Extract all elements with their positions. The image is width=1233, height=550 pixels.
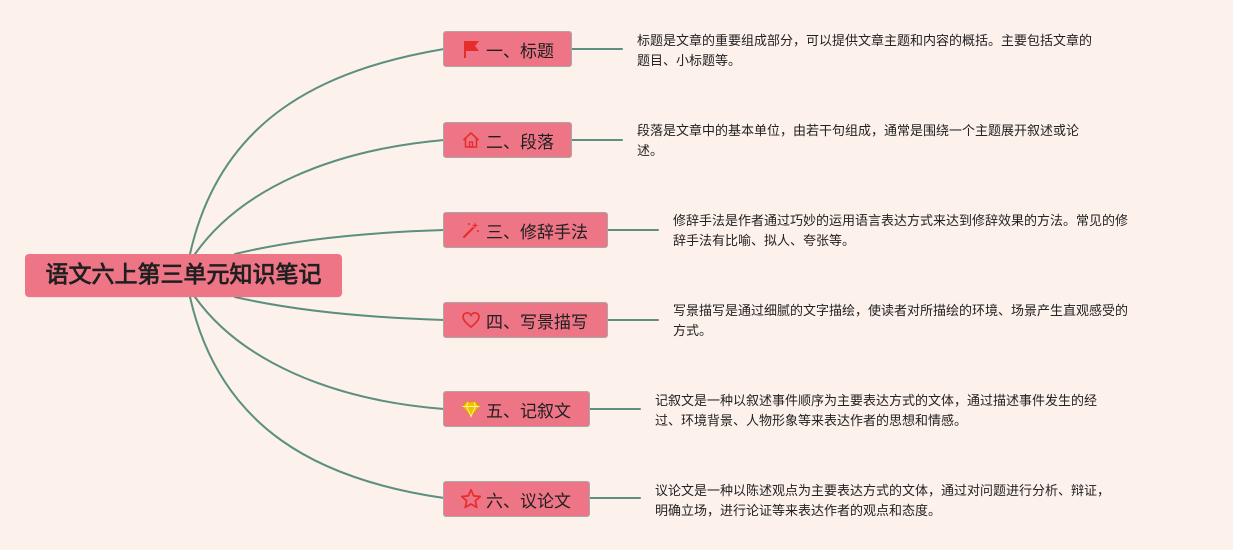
description-line: 段落是文章中的基本单位，由若干句组成，通常是围绕一个主题展开叙述或论 xyxy=(637,124,1080,139)
home-icon xyxy=(460,129,482,151)
branch-description: 修辞手法是作者通过巧妙的运用语言表达方式来达到修辞效果的方法。常见的修 辞手法有… xyxy=(673,212,1128,252)
branch-label: 六、议论文 xyxy=(486,491,571,512)
description-line: 方式。 xyxy=(673,324,713,339)
connector-root-branch-2 xyxy=(194,139,445,255)
branch-node-paragraph[interactable]: 二、段落 xyxy=(443,122,572,158)
branch-description: 标题是文章的重要组成部分，可以提供文章主题和内容的概括。主要包括文章的 题目、小… xyxy=(637,32,1092,72)
description-line: 写景描写是通过细腻的文字描绘，使读者对所描绘的环境、场景产生直观感受的 xyxy=(673,304,1129,319)
branch-description: 记叙文是一种以叙述事件顺序为主要表达方式的文体，通过描述事件发生的经 过、环境背… xyxy=(655,392,1097,432)
branch-description: 议论文是一种以陈述观点为主要表达方式的文体，通过对问题进行分析、辩证， 明确立场… xyxy=(655,482,1110,522)
root-topic[interactable]: 语文六上第三单元知识笔记 xyxy=(25,254,342,297)
branch-label: 三、修辞手法 xyxy=(486,222,588,243)
branch-node-title[interactable]: 一、标题 xyxy=(443,31,572,67)
connector-root-branch-4 xyxy=(234,296,445,321)
description-line: 过、环境背景、人物形象等来表达作者的思想和情感。 xyxy=(655,414,968,429)
branch-label: 二、段落 xyxy=(486,132,554,153)
description-line: 修辞手法是作者通过巧妙的运用语言表达方式来达到修辞效果的方法。常见的修 xyxy=(673,214,1129,229)
description-line: 标题是文章的重要组成部分，可以提供文章主题和内容的概括。主要包括文章的 xyxy=(637,34,1093,49)
connector-root-branch-3 xyxy=(234,229,445,255)
description-line: 记叙文是一种以叙述事件顺序为主要表达方式的文体，通过描述事件发生的经 xyxy=(655,394,1098,409)
magic-wand-icon xyxy=(460,219,482,241)
diamond-icon xyxy=(460,398,482,420)
flag-icon xyxy=(460,38,482,60)
description-line: 明确立场，进行论证等来表达作者的观点和态度。 xyxy=(655,504,942,519)
branch-node-argumentative[interactable]: 六、议论文 xyxy=(443,481,590,517)
branch-description: 段落是文章中的基本单位，由若干句组成，通常是围绕一个主题展开叙述或论 述。 xyxy=(637,122,1079,162)
branch-node-narrative[interactable]: 五、记叙文 xyxy=(443,391,590,427)
branch-description: 写景描写是通过细腻的文字描绘，使读者对所描绘的环境、场景产生直观感受的 方式。 xyxy=(673,302,1128,342)
description-line: 述。 xyxy=(637,144,664,159)
branch-node-rhetoric[interactable]: 三、修辞手法 xyxy=(443,212,608,248)
star-icon xyxy=(460,488,482,510)
description-line: 题目、小标题等。 xyxy=(637,54,742,69)
description-line: 辞手法有比喻、拟人、夸张等。 xyxy=(673,234,856,249)
connector-root-branch-6 xyxy=(189,296,445,499)
branch-label: 一、标题 xyxy=(486,41,554,62)
connector-root-branch-1 xyxy=(189,48,445,255)
heart-icon xyxy=(460,309,482,331)
branch-label: 四、写景描写 xyxy=(486,312,588,333)
description-line: 议论文是一种以陈述观点为主要表达方式的文体，通过对问题进行分析、辩证， xyxy=(655,484,1111,499)
branch-label: 五、记叙文 xyxy=(486,401,571,422)
connector-root-branch-5 xyxy=(194,296,445,410)
branch-node-scenery[interactable]: 四、写景描写 xyxy=(443,302,608,338)
